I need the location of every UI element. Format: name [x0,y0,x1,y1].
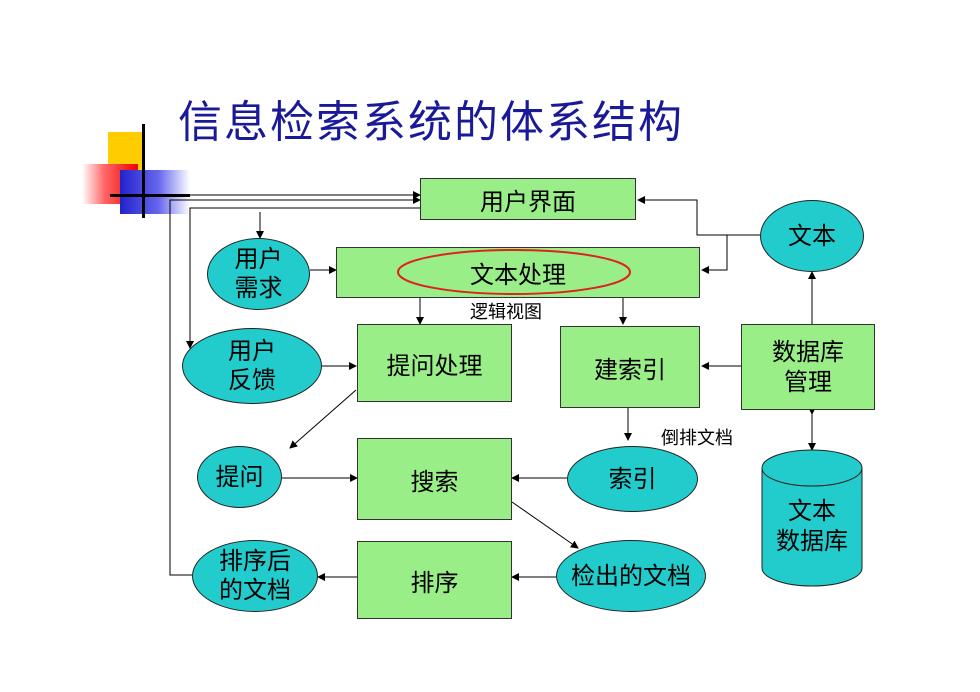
node-label-line2: 需求 [234,274,283,302]
node-label-line2: 反馈 [228,366,276,394]
node-label-line2: 的文档 [219,576,291,604]
deco-yellow-square [108,132,142,170]
deco-blue-gradient [120,170,190,214]
edge-queryproc-to-query [289,389,357,449]
node-label-line1: 文本 [788,497,836,525]
node-build-index: 建索引 [560,326,700,408]
node-user-need: 用户 需求 [207,238,310,310]
node-label: 用户界面 [480,187,576,216]
node-label: 搜索 [410,467,459,496]
corner-decoration [80,124,190,224]
edge-text-to-processing [701,235,728,274]
node-ranked-docs: 排序后 的文档 [192,540,318,612]
node-label: 建索引 [594,355,666,384]
edge-ranked-to-ui [169,196,421,576]
node-label: 文本 [788,221,836,250]
node-label-line2: 数据库 [776,527,848,555]
page-title: 信息检索系统的体系结构 [178,97,684,148]
node-label: 检出的文档 [571,561,691,590]
node-label-line2: 管理 [784,368,832,396]
edge-label-logical-view: 逻辑视图 [470,302,542,323]
edge-label-inverted-file: 倒排文档 [661,428,733,449]
node-retrieved-docs: 检出的文档 [556,540,706,612]
node-index: 索引 [567,446,698,512]
node-label-line1: 用户 [234,245,283,274]
node-text-database: 文本 数据库 [762,496,862,556]
node-label-line1: 数据库 [772,338,844,366]
node-search: 搜索 [357,438,512,520]
node-query: 提问 [197,446,282,508]
node-db-management: 数据库 管理 [741,324,875,410]
node-query-processing: 提问处理 [357,324,512,402]
edge-text-to-ui [637,196,760,236]
node-user-interface: 用户界面 [420,178,636,220]
node-label-line1: 用户 [228,337,276,366]
node-ranking: 排序 [357,541,512,619]
node-label: 提问处理 [386,351,483,380]
node-user-feedback: 用户 反馈 [182,328,322,404]
deco-vertical-bar [142,124,145,218]
node-label: 排序 [410,568,459,597]
edge-ui-to-feedback [186,207,420,349]
node-label-line1: 排序后 [219,547,291,576]
edge-search-to-retrieved [511,501,579,549]
node-text: 文本 [760,200,864,272]
node-label: 提问 [215,462,264,491]
node-label: 索引 [608,464,657,493]
